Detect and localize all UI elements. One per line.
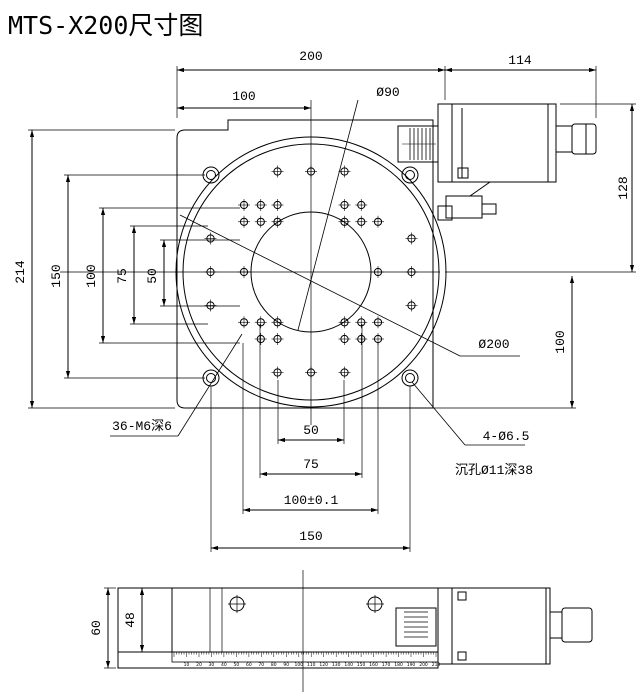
tapped-holes-leader <box>177 333 243 437</box>
dim-48-side: 48 <box>123 612 138 628</box>
mount-holes <box>202 166 419 387</box>
scale-label: 110 <box>307 662 316 668</box>
dim-100-vertical: 100 <box>84 264 99 287</box>
dim-dia90: Ø90 <box>376 85 399 100</box>
base-plate-outline <box>176 119 434 409</box>
dim-50-vertical: 50 <box>145 268 160 284</box>
dim-150-vertical: 150 <box>49 264 64 287</box>
mount-holes-leader <box>411 381 466 446</box>
scale-label: 150 <box>357 662 366 668</box>
dim-75-vertical: 75 <box>115 268 130 284</box>
scale-label: 90 <box>283 662 289 668</box>
dim-214: 214 <box>13 260 28 284</box>
tapped-holes <box>204 165 418 379</box>
scale-label: 30 <box>209 662 215 668</box>
side-body <box>117 587 439 669</box>
scale-label: 170 <box>382 662 391 668</box>
scale-label: 40 <box>221 662 227 668</box>
dim-100-bottom: 100±0.1 <box>284 493 339 508</box>
scale-label: 180 <box>394 662 403 668</box>
dim-150-bottom: 150 <box>299 529 322 544</box>
dim-100-top: 100 <box>232 89 255 104</box>
callout-mount-holes: 4-Ø6.5 <box>483 429 530 444</box>
scale-label: 60 <box>246 662 252 668</box>
scale-label: 20 <box>196 662 202 668</box>
scale-label: 200 <box>419 662 428 668</box>
scale-label: 140 <box>344 662 353 668</box>
scale-bar <box>171 651 439 663</box>
dia90-leader <box>297 99 359 331</box>
side-view <box>104 570 593 692</box>
scale-label: 70 <box>258 662 264 668</box>
motor-assembly <box>397 103 597 221</box>
scale-label: 210 <box>432 662 441 668</box>
callout-tapped-holes: 36-M6深6 <box>112 419 172 434</box>
dim-128: 128 <box>616 176 631 199</box>
dim-75-bottom: 75 <box>303 457 319 472</box>
dim-200: 200 <box>299 49 322 64</box>
scale-label: 80 <box>271 662 277 668</box>
scale-label: 130 <box>332 662 341 668</box>
dim-114: 114 <box>508 53 532 68</box>
dim-50-bottom: 50 <box>303 423 319 438</box>
dim-100-right: 100 <box>553 330 568 353</box>
scale-label: 50 <box>234 662 240 668</box>
callout-counterbore: 沉孔Ø11深38 <box>455 463 533 478</box>
scale-label: 160 <box>369 662 378 668</box>
dia200-leader <box>179 214 461 357</box>
scale-label: 190 <box>407 662 416 668</box>
dim-dia200: Ø200 <box>478 337 509 352</box>
scale-label: 10 <box>184 662 190 668</box>
scale-label: 120 <box>319 662 328 668</box>
scale-label: 100 <box>295 662 304 668</box>
drawing-title: MTS-X200尺寸图 <box>8 11 204 40</box>
top-view <box>28 66 636 552</box>
dim-60-side: 60 <box>89 620 104 636</box>
